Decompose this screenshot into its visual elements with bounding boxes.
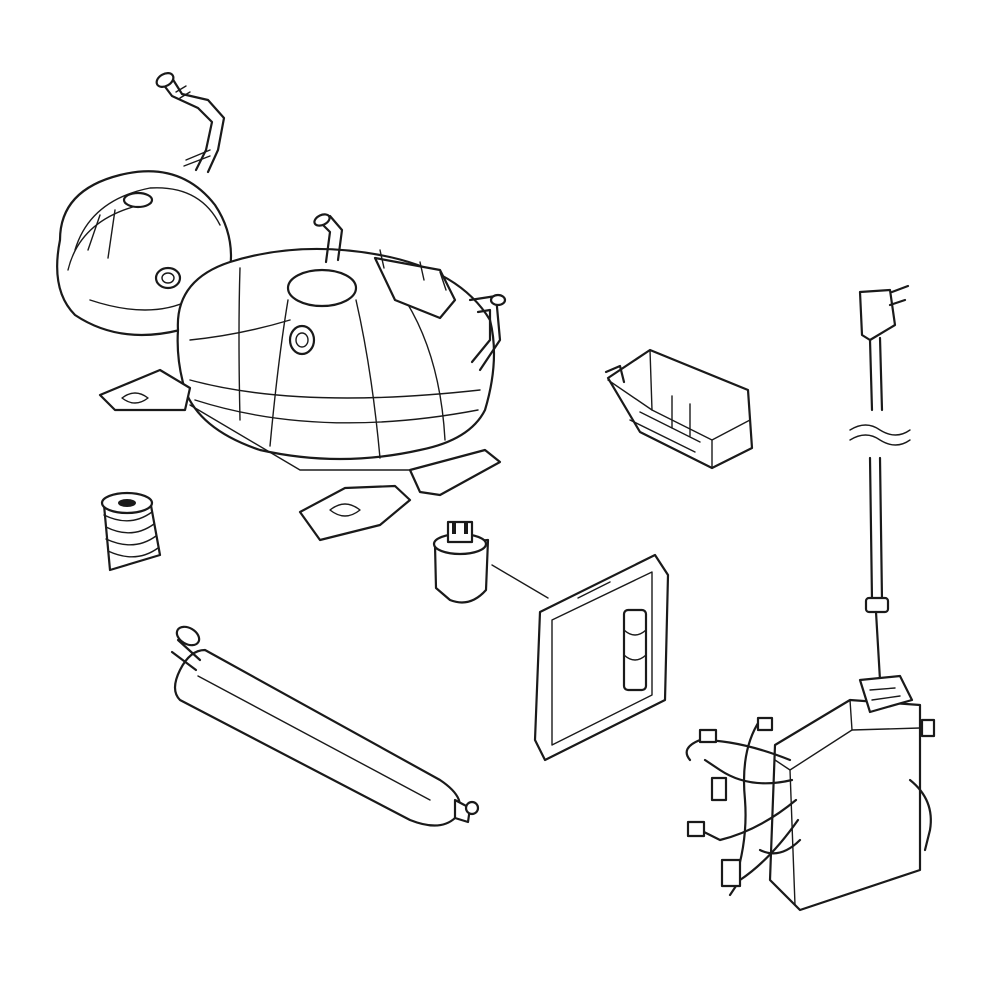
compressor-icon: [56, 72, 507, 542]
filter-drier-icon: [170, 625, 480, 827]
control-module-icon: [685, 674, 936, 912]
power-plug-icon: [849, 284, 911, 692]
relay-cover-icon: [604, 348, 754, 470]
capacitor-icon: [432, 520, 549, 604]
mounting-plate-icon: [533, 553, 670, 762]
grommet-icon: [100, 491, 162, 572]
